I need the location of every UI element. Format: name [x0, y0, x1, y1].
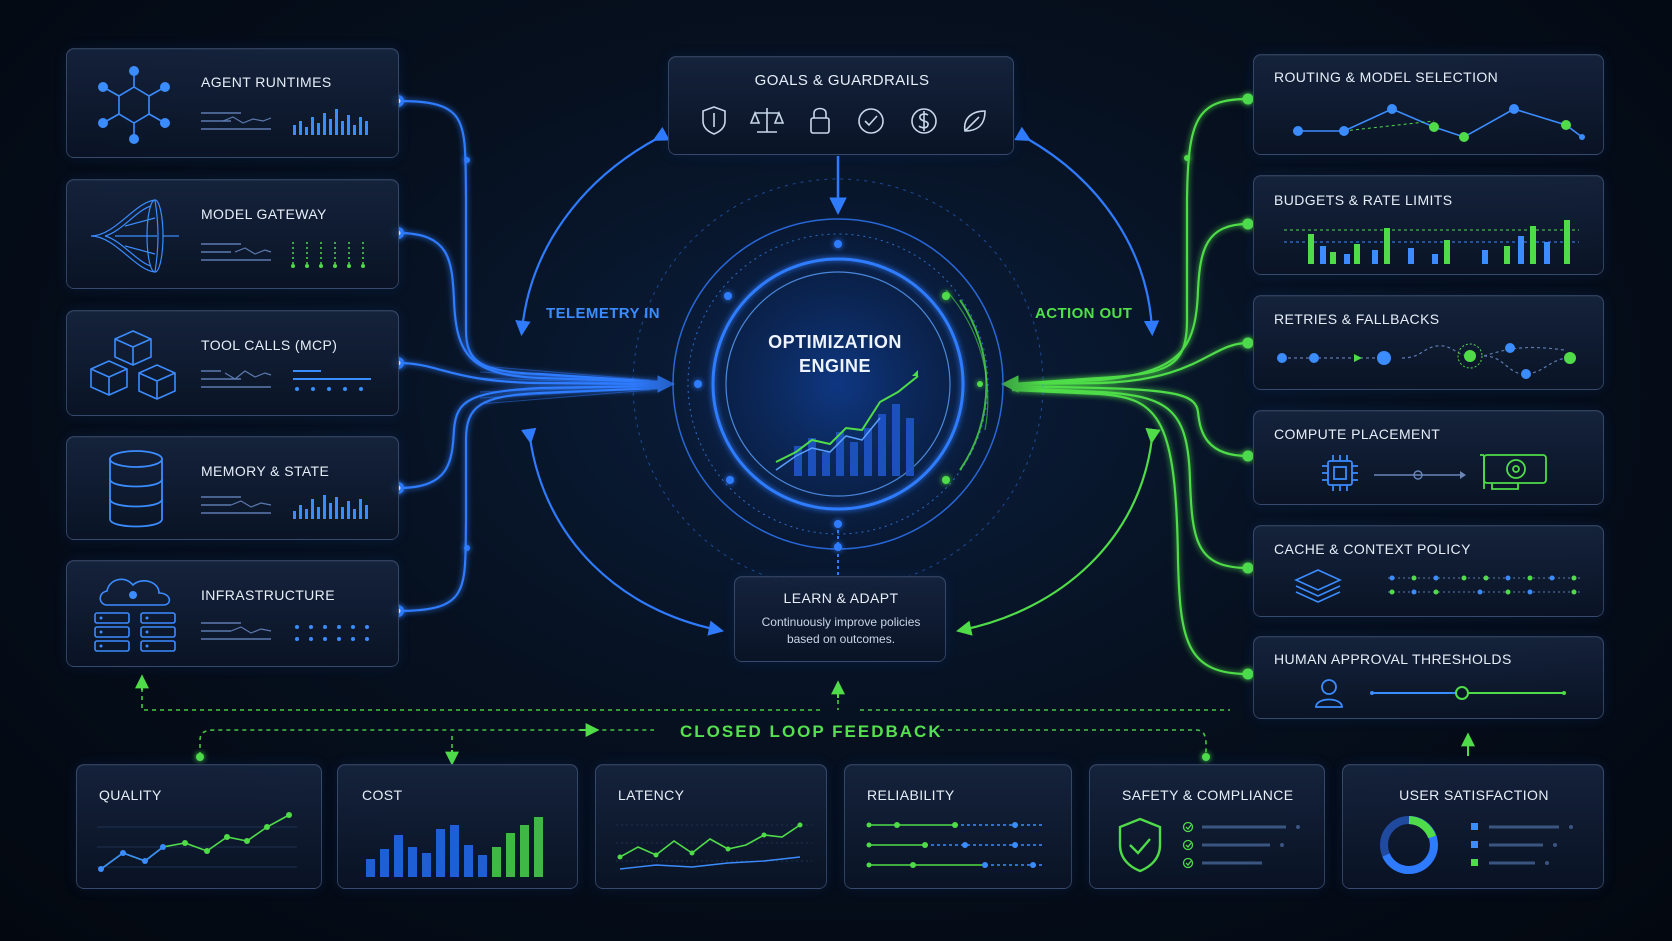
layers-icon — [1294, 569, 1342, 603]
panel-title: RELIABILITY — [867, 787, 955, 803]
metric-panel-quality[interactable]: QUALITY — [76, 764, 322, 889]
metric-panel-safety[interactable]: SAFETY & COMPLIANCE — [1089, 764, 1325, 889]
cpu-chip-icon — [1322, 455, 1358, 491]
panel-title: ROUTING & MODEL SELECTION — [1274, 69, 1499, 85]
route-graph-decoration — [1293, 104, 1585, 142]
panel-title: COMPUTE PLACEMENT — [1274, 426, 1441, 442]
action-out-label: ACTION OUT — [1035, 305, 1133, 322]
metric-panel-cost[interactable]: COST — [337, 764, 578, 889]
telemetry-wires — [397, 99, 661, 613]
shield-check-icon — [1118, 817, 1162, 873]
sparkline-decoration — [201, 495, 368, 519]
scales-icon — [749, 108, 785, 133]
sparkline-decoration — [201, 370, 371, 391]
learn-adapt-panel[interactable]: LEARN & ADAPT Continuously improve polic… — [734, 576, 946, 662]
user-icon — [1315, 679, 1343, 708]
panel-title: USER SATISFACTION — [1399, 787, 1549, 803]
input-panel-infrastructure[interactable]: INFRASTRUCTURE — [66, 560, 399, 667]
threshold-slider[interactable] — [1368, 685, 1568, 701]
check-circle-icon — [858, 108, 884, 134]
input-panel-tool-calls[interactable]: TOOL CALLS (MCP) — [66, 310, 399, 416]
quality-line-chart — [97, 812, 297, 872]
panel-title: TOOL CALLS (MCP) — [201, 337, 338, 353]
goals-title: GOALS & GUARDRAILS — [754, 72, 930, 89]
panel-title: RETRIES & FALLBACKS — [1274, 311, 1440, 327]
output-panel-retries[interactable]: RETRIES & FALLBACKS — [1253, 295, 1604, 390]
database-icon — [109, 450, 163, 528]
satisfaction-legend — [1471, 823, 1573, 866]
cache-grid-decoration — [1388, 575, 1580, 595]
dollar-circle-icon — [911, 108, 937, 134]
placement-link-decoration — [1374, 470, 1466, 480]
cubes-icon — [90, 330, 176, 400]
output-panel-cache[interactable]: CACHE & CONTEXT POLICY — [1253, 525, 1604, 617]
funnel-mesh-icon — [90, 199, 179, 273]
panel-title: LATENCY — [618, 787, 685, 803]
donut-icon — [1380, 816, 1438, 874]
learn-description: Continuously improve policies based on o… — [761, 615, 921, 646]
shield-icon — [702, 106, 726, 135]
metric-panel-reliability[interactable]: RELIABILITY — [844, 764, 1072, 889]
latency-line-chart — [616, 822, 812, 870]
panel-title: SAFETY & COMPLIANCE — [1122, 787, 1294, 803]
goals-icon-row — [702, 106, 986, 135]
telemetry-in-label: TELEMETRY IN — [546, 305, 660, 322]
input-panel-agent-runtimes[interactable]: AGENT RUNTIMES — [66, 48, 399, 158]
learn-title: LEARN & ADAPT — [783, 590, 899, 606]
optimization-engine-title: OPTIMIZATION ENGINE — [768, 332, 902, 376]
output-panel-routing[interactable]: ROUTING & MODEL SELECTION — [1253, 54, 1604, 155]
panel-title: MEMORY & STATE — [201, 463, 330, 479]
panel-title: QUALITY — [99, 787, 162, 803]
panel-title: BUDGETS & RATE LIMITS — [1274, 192, 1453, 208]
engine-growth-chart — [775, 370, 919, 476]
closed-loop-feedback-label: CLOSED LOOP FEEDBACK — [680, 722, 943, 741]
budget-bars-decoration — [1284, 220, 1579, 264]
lock-icon — [810, 107, 830, 134]
panel-title: HUMAN APPROVAL THRESHOLDS — [1274, 651, 1512, 667]
panel-title: CACHE & CONTEXT POLICY — [1274, 541, 1471, 557]
action-wires — [1011, 97, 1249, 676]
retry-flow-decoration — [1277, 343, 1576, 379]
output-panel-human-approval[interactable]: HUMAN APPROVAL THRESHOLDS — [1253, 636, 1604, 719]
output-panel-compute[interactable]: COMPUTE PLACEMENT — [1253, 410, 1604, 505]
leaf-icon — [963, 110, 986, 132]
input-panel-model-gateway[interactable]: MODEL GATEWAY — [66, 179, 399, 289]
panel-title: COST — [362, 787, 403, 803]
metric-panel-latency[interactable]: LATENCY — [595, 764, 827, 889]
goals-guardrails-panel[interactable]: GOALS & GUARDRAILS — [668, 56, 1014, 155]
panel-title: MODEL GATEWAY — [201, 206, 327, 222]
panel-title: INFRASTRUCTURE — [201, 587, 335, 603]
cost-bar-chart — [366, 817, 543, 877]
reliability-dots-chart — [866, 822, 1045, 868]
sparkline-decoration — [201, 622, 369, 641]
compliance-checklist — [1182, 821, 1300, 869]
output-panel-budgets[interactable]: BUDGETS & RATE LIMITS — [1253, 175, 1604, 275]
gpu-card-icon — [1480, 454, 1547, 490]
metric-panel-user-satisfaction[interactable]: USER SATISFACTION — [1342, 764, 1604, 889]
cloud-server-icon — [94, 578, 176, 652]
input-panel-memory-state[interactable]: MEMORY & STATE — [66, 436, 399, 540]
sparkline-decoration — [201, 109, 368, 135]
sparkline-decoration — [201, 242, 365, 268]
panel-title: AGENT RUNTIMES — [201, 74, 332, 90]
network-graph-icon — [98, 66, 170, 144]
